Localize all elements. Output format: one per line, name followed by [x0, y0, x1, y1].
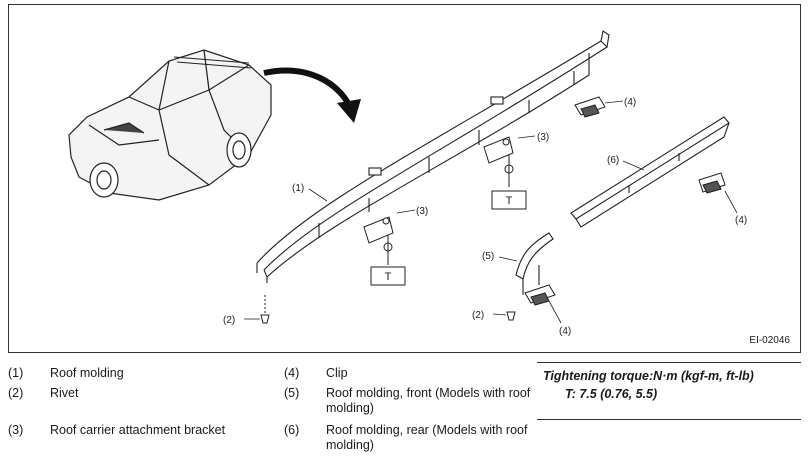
callout-4-bottom: (4)	[559, 326, 571, 337]
arrow-head	[337, 99, 361, 123]
vehicle-illustration	[68, 49, 272, 201]
legend-num: (3)	[8, 423, 24, 437]
divider	[537, 419, 801, 420]
legend-text: Roof molding, rear (Models with roof mol…	[326, 423, 528, 452]
divider	[537, 362, 801, 363]
torque-title: Tightening torque:N·m (kgf-m, ft-lb)	[543, 369, 754, 383]
figure-id: EI-02046	[749, 335, 790, 346]
callout-3-right: (3)	[537, 132, 549, 143]
legend-num: (5)	[284, 386, 300, 400]
roof-molding	[256, 30, 610, 283]
exploded-diagram: (1) (2) (2) (3) (3) (4) (4) (4) (5) (6) …	[68, 30, 747, 337]
roof-molding-rear	[570, 116, 730, 228]
roof-molding-front	[515, 232, 554, 295]
bolt	[383, 155, 514, 265]
curved-arrow	[263, 67, 352, 107]
legend-num: (2)	[8, 386, 24, 400]
callout-4-right: (4)	[735, 215, 747, 226]
legend-text: Roof carrier attachment bracket	[50, 423, 226, 437]
carrier-bracket	[363, 136, 514, 244]
callout-5: (5)	[482, 251, 494, 262]
torque-box-lower	[370, 266, 406, 286]
callout-6: (6)	[607, 155, 619, 166]
legend-text: Roof molding, front (Models with roof mo…	[326, 386, 531, 415]
legend-text: Clip	[326, 366, 348, 380]
legend-num: (1)	[8, 366, 24, 380]
torque-value: T: 7.5 (0.76, 5.5)	[565, 387, 658, 401]
legend-text: Roof molding	[50, 366, 124, 380]
callout-2-right: (2)	[472, 310, 484, 321]
callout-1: (1)	[292, 183, 304, 194]
torque-box-lower-label: T	[385, 271, 392, 283]
legend-num: (6)	[284, 423, 300, 437]
clip	[524, 96, 726, 306]
torque-spec: Tightening torque:N·m (kgf-m, ft-lb) T: …	[537, 362, 801, 420]
legend-text: Rivet	[50, 386, 79, 400]
callout-3-left: (3)	[416, 206, 428, 217]
callout-4-top: (4)	[624, 97, 636, 108]
torque-box-upper	[491, 190, 527, 210]
rivet	[260, 295, 516, 324]
torque-box-upper-label: T	[506, 195, 513, 207]
diagram-frame: (1) (2) (2) (3) (3) (4) (4) (4) (5) (6) …	[8, 4, 801, 353]
legend-num: (4)	[284, 366, 300, 380]
callout-2-left: (2)	[223, 315, 235, 326]
leader-lines	[244, 100, 738, 324]
